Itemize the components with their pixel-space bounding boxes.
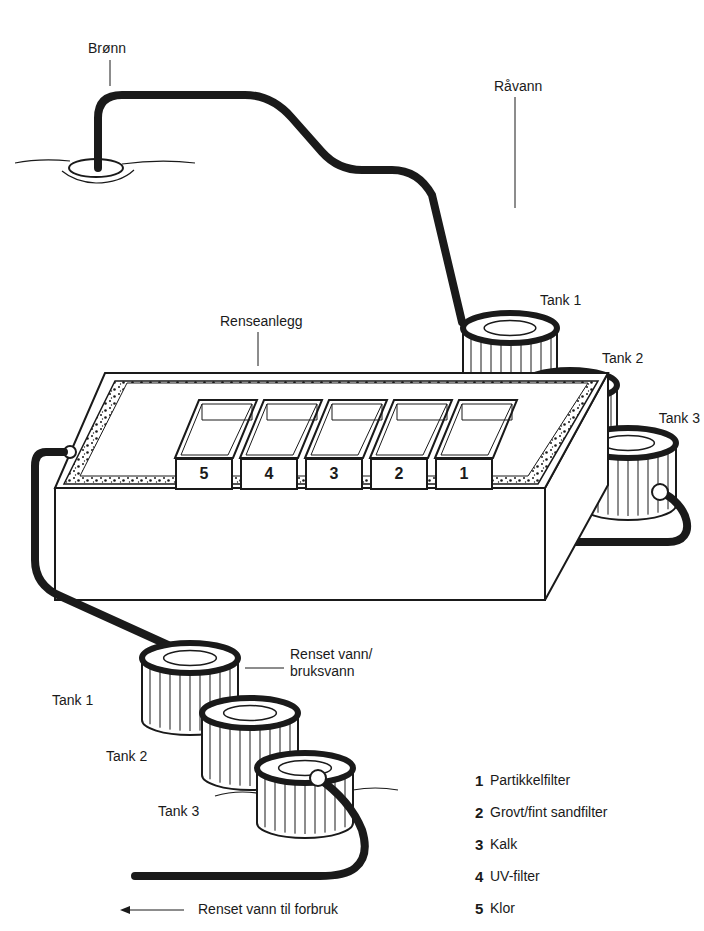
outlet bbox=[310, 770, 326, 786]
box-number: 5 bbox=[200, 465, 209, 483]
tank-lid bbox=[484, 321, 536, 336]
tank-stripe bbox=[170, 674, 171, 730]
gravel-wall bbox=[64, 381, 598, 484]
box-inner-edge bbox=[202, 420, 252, 421]
tank-rim bbox=[202, 698, 298, 728]
pipe bbox=[35, 452, 168, 645]
tank-stripe bbox=[150, 668, 151, 724]
legend-number: 1 bbox=[475, 772, 483, 789]
box-opening bbox=[246, 404, 317, 455]
well-label: Brønn bbox=[88, 40, 126, 57]
tank-label: Tank 1 bbox=[540, 292, 581, 309]
leader-line bbox=[110, 60, 111, 86]
outlet bbox=[652, 484, 668, 500]
legend-text: Klor bbox=[490, 900, 515, 917]
pipe bbox=[98, 95, 462, 322]
legend-text: Kalk bbox=[490, 836, 517, 853]
tank-rim bbox=[142, 643, 238, 673]
box-inner-edge bbox=[202, 404, 203, 420]
tank-stripe bbox=[210, 723, 211, 779]
tank-stripe bbox=[250, 730, 251, 786]
filter-box: 1 bbox=[435, 458, 493, 490]
tank-stripe bbox=[190, 675, 191, 731]
plant-top bbox=[55, 373, 608, 488]
tank-stripe bbox=[628, 460, 629, 516]
tank-stripe bbox=[295, 785, 296, 834]
legend-text: Grovt/fint sandfilter bbox=[490, 804, 608, 821]
legend-number: 2 bbox=[475, 804, 483, 821]
tank-stripe bbox=[315, 785, 316, 834]
tank-lid bbox=[224, 706, 277, 721]
tank-stripe bbox=[160, 672, 161, 728]
tank-label: Tank 2 bbox=[106, 748, 147, 765]
tank-stripe bbox=[618, 460, 619, 516]
raw-water-label: Råvann bbox=[494, 78, 542, 95]
plant-front bbox=[55, 488, 545, 600]
box-inner-edge bbox=[332, 404, 333, 420]
clean-water-label: Renset vann/ bruksvann bbox=[290, 646, 380, 680]
filter-box: 2 bbox=[370, 458, 428, 490]
tank-stripe bbox=[265, 778, 266, 827]
box-inner-edge bbox=[512, 404, 513, 420]
box-number: 4 bbox=[265, 465, 274, 483]
box-number: 1 bbox=[460, 465, 469, 483]
leader-line bbox=[515, 97, 516, 208]
leader-line bbox=[245, 668, 284, 669]
filter-box: 3 bbox=[305, 458, 363, 490]
ground-line bbox=[15, 160, 195, 183]
tank-stripe bbox=[180, 675, 181, 731]
box-opening bbox=[441, 404, 512, 455]
box-inner-edge bbox=[397, 404, 398, 420]
box-number: 3 bbox=[330, 465, 339, 483]
tank-stripe bbox=[230, 729, 231, 785]
tank-lid bbox=[164, 651, 217, 666]
pipe bbox=[135, 778, 365, 876]
tank-stripe bbox=[305, 785, 306, 834]
box-inner-edge bbox=[267, 404, 268, 420]
tank-stripe bbox=[648, 459, 649, 515]
plant-label: Renseanlegg bbox=[220, 313, 303, 330]
box-opening bbox=[311, 404, 382, 455]
box-top bbox=[435, 400, 517, 458]
box-inner-edge bbox=[382, 404, 383, 420]
tank-rim bbox=[257, 753, 353, 783]
box-number: 2 bbox=[395, 465, 404, 483]
box-opening bbox=[376, 404, 447, 455]
legend-number: 3 bbox=[475, 836, 483, 853]
tank-stripe bbox=[285, 784, 286, 833]
tank-stripe bbox=[200, 675, 201, 731]
box-inner-edge bbox=[462, 404, 463, 420]
box-inner-edge bbox=[317, 404, 318, 420]
box-inner-edge bbox=[267, 420, 317, 421]
flow-label: Renset vann til forbruk bbox=[198, 901, 338, 918]
tank-label: Tank 3 bbox=[158, 803, 199, 820]
leader-line bbox=[258, 332, 259, 366]
filter-box: 5 bbox=[175, 458, 233, 490]
box-inner-edge bbox=[332, 420, 382, 421]
tank-stripe bbox=[275, 782, 276, 831]
box-opening bbox=[181, 404, 252, 455]
legend-text: Partikkelfilter bbox=[490, 772, 570, 789]
box-inner-edge bbox=[252, 404, 253, 420]
tank-stripe bbox=[220, 727, 221, 783]
tank-label: Tank 2 bbox=[602, 350, 643, 367]
filter-box: 4 bbox=[240, 458, 298, 490]
tank-label: Tank 3 bbox=[659, 410, 700, 427]
tank-rim bbox=[463, 313, 557, 343]
legend-text: UV-filter bbox=[490, 868, 540, 885]
legend-number: 4 bbox=[475, 868, 483, 885]
box-inner-edge bbox=[447, 404, 448, 420]
ground-line bbox=[215, 788, 398, 796]
box-inner-edge bbox=[462, 420, 512, 421]
tank-label: Tank 1 bbox=[52, 692, 93, 709]
tank-lid bbox=[602, 436, 655, 451]
tank-stripe bbox=[240, 730, 241, 786]
arrow-head bbox=[120, 906, 130, 914]
legend-number: 5 bbox=[475, 900, 483, 917]
box-inner-edge bbox=[397, 420, 447, 421]
tank-stripe bbox=[325, 784, 326, 833]
flow-arrow bbox=[126, 910, 184, 911]
tank-stripe bbox=[638, 460, 639, 516]
